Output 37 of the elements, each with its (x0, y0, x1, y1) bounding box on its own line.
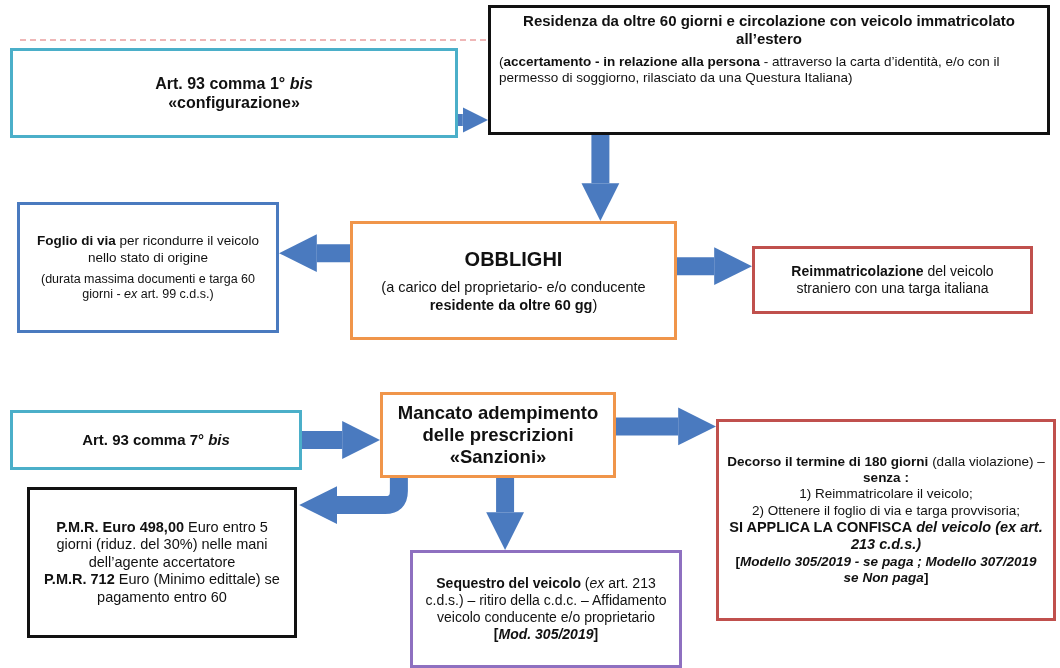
box-heading: Art. 93 comma 1° bis (155, 73, 313, 93)
process-box (410, 550, 682, 668)
box-text: Reimmatricolazione del veicolo straniero con una targa italiana (790, 263, 995, 297)
process-box (380, 392, 616, 478)
box-text: SI APPLICA LA CONFISCA del veicolo (ex art. 213 c.d.s.) (728, 518, 1044, 554)
box-heading: Decorso il termine di 180 giorni (dalla violazione) – senza : (727, 454, 1045, 487)
block-arrow (581, 135, 620, 221)
process-box (17, 202, 279, 333)
box-text: «configurazione» (168, 93, 300, 113)
block-arrow (616, 407, 716, 446)
process-box (752, 246, 1033, 314)
box-text: (durata massima documenti e targa 60 giorni - ex art. 99 c.d.s.) (40, 271, 256, 302)
block-arrow (458, 107, 488, 133)
block-arrow (486, 478, 524, 550)
box-text: P.M.R. 712 Euro (Minimo edittale) se pagamento entro 60 (43, 571, 281, 606)
block-arrow (677, 247, 752, 286)
block-arrow (279, 234, 350, 273)
box-text: (a carico del proprietario- e/o conducente residente da oltre 60 gg) (380, 279, 647, 314)
process-box (10, 48, 458, 138)
box-heading: OBBLIGHI (464, 247, 563, 272)
block-arrow (299, 478, 408, 524)
box-heading: P.M.R. Euro 498,00 Euro entro 5 giorni (riduz. del 30%) nelle mani dell’agente accertatore (55, 519, 269, 572)
box-heading: Foglio di via per ricondurre il veicolo nello stato di origine (35, 233, 261, 266)
process-box (10, 410, 302, 470)
process-box (488, 5, 1050, 135)
process-box (350, 221, 677, 340)
box-text: Art. 93 comma 7° bis (82, 431, 230, 449)
box-text: 1) Reimmatricolare il veicolo; (799, 486, 973, 503)
box-text: Mancato adempimento delle prescrizioni «Sanzioni» (396, 401, 600, 469)
box-heading: Residenza da oltre 60 giorni e circolazione con veicolo immatricolato all’estero (522, 12, 1016, 48)
process-box (27, 487, 297, 638)
box-text: Sequestro del veicolo (ex art. 213 c.d.s.) – ritiro della c.d.c. – Affidamento veicolo conducente e/o proprietario [Mod. 305/2019] (424, 575, 668, 643)
process-box (716, 419, 1056, 621)
box-text: [Modello 305/2019 - se paga ; Modello 307/2019 se Non paga] (734, 553, 1038, 586)
block-arrow (302, 421, 380, 459)
box-text: 2) Ottenere il foglio di via e targa provvisoria; (752, 502, 1020, 519)
box-text: (accertamento - in relazione alla persona - attraverso la carta d’identità, e/o con il permesso di soggiorno, rilasciato da una Questura Italiana) (499, 54, 1001, 87)
